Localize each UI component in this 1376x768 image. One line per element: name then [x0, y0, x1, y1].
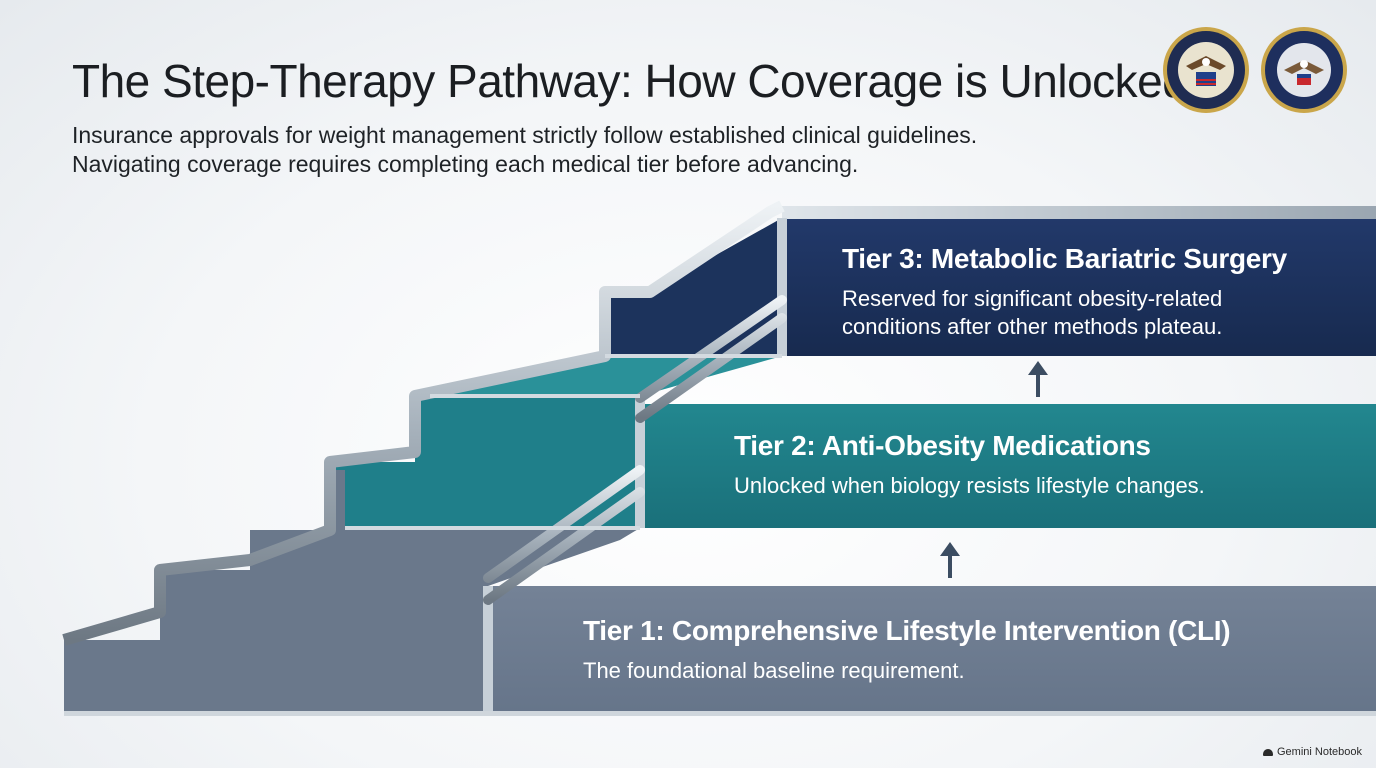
dod-seal	[1261, 27, 1347, 113]
handrail-lower	[483, 465, 645, 605]
tier2-heading: Tier 2: Anti-Obesity Medications	[734, 430, 1151, 461]
tier3-description: Reserved for significant obesity-related…	[842, 285, 1287, 341]
tier2-description: Unlocked when biology resists lifestyle …	[734, 472, 1205, 500]
tier3-heading: Tier 3: Metabolic Bariatric Surgery	[842, 243, 1287, 274]
arrow-up-icon	[1028, 361, 1048, 397]
arrow-up-icon	[940, 542, 960, 578]
base-shadow	[64, 711, 1376, 716]
subtitle-line-2: Navigating coverage requires completing …	[72, 151, 859, 177]
page-subtitle: Insurance approvals for weight managemen…	[72, 121, 977, 179]
tier1-text: Tier 1: Comprehensive Lifestyle Interven…	[583, 615, 1231, 685]
tier3-description-line-1: Reserved for significant obesity-related	[842, 286, 1223, 311]
subtitle-line-1: Insurance approvals for weight managemen…	[72, 122, 978, 148]
tier1-band	[488, 586, 1376, 711]
tier3-text: Tier 3: Metabolic Bariatric Surgery Rese…	[842, 243, 1287, 341]
landing-edge	[345, 354, 782, 530]
tier3-description-line-2: conditions after other methods plateau.	[842, 314, 1223, 339]
tier2-text: Tier 2: Anti-Obesity Medications Unlocke…	[734, 430, 1205, 500]
tier2-band	[640, 404, 1376, 528]
notebook-logo-icon	[1263, 748, 1273, 756]
watermark: Gemini Notebook	[1263, 746, 1362, 758]
watermark-text: Gemini Notebook	[1277, 746, 1362, 758]
tier1-description: The foundational baseline requirement.	[583, 657, 1230, 685]
tier3-top-rail	[782, 206, 1376, 219]
page-title: The Step-Therapy Pathway: How Coverage i…	[72, 55, 1188, 107]
tier2-description-line-1: Unlocked when biology resists lifestyle …	[734, 473, 1205, 498]
stairs-tier1	[64, 470, 640, 711]
stair-edge-rail	[62, 200, 785, 646]
handrail-upper	[635, 295, 787, 423]
arrow-tier1-to-tier2	[940, 542, 960, 578]
stairs-tier2	[330, 396, 640, 528]
va-seal	[1163, 27, 1249, 113]
stairs-tier3	[605, 218, 782, 356]
arrow-tier2-to-tier3	[1028, 361, 1048, 397]
tier3-band	[782, 218, 1376, 356]
tier1-heading: Tier 1: Comprehensive Lifestyle Interven…	[583, 615, 1231, 646]
tier1-description-line-1: The foundational baseline requirement.	[583, 658, 965, 683]
